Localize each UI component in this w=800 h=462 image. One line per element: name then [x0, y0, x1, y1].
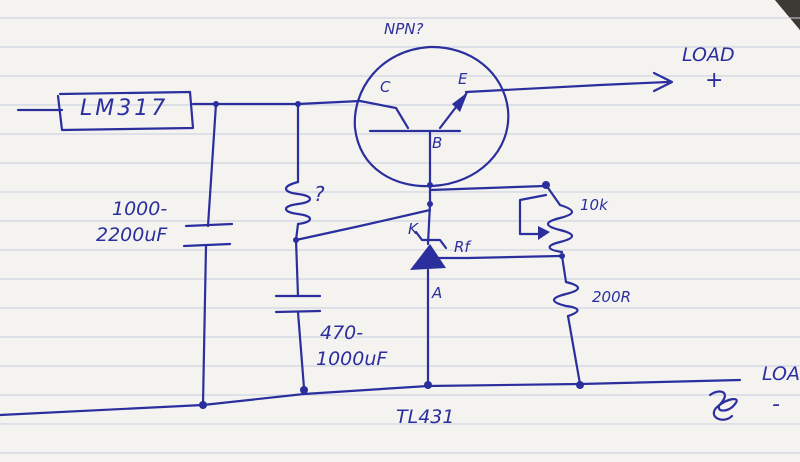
resistor-200-coil: [552, 280, 580, 318]
ref-wire: [434, 254, 562, 260]
ref-label: Rf: [454, 238, 470, 256]
lm317-box: [56, 90, 195, 132]
input-cap-plate-bottom: [182, 242, 232, 248]
emitter-label: E: [458, 70, 468, 88]
load-negative-sign: -: [772, 392, 780, 417]
emitter-to-load-wire: [464, 80, 670, 94]
load-positive-sign: +: [705, 68, 724, 93]
pot-wire-top: [544, 183, 562, 207]
pot-value-label: 10k: [580, 196, 608, 214]
input-cap-wire-top: [206, 102, 218, 228]
mid-to-cathode-wire: [294, 208, 432, 242]
tl431-triangle: [410, 244, 446, 270]
binding-edge: [775, 0, 800, 30]
cathode-lead: [426, 202, 432, 246]
output-cap-value-2: 1000uF: [316, 348, 388, 370]
transistor-label: NPN?: [384, 20, 424, 38]
cathode-label: K: [408, 220, 418, 238]
load-arrow: [652, 71, 674, 93]
resistor-200-wire-top: [560, 254, 568, 284]
node-ground-2: [300, 386, 308, 394]
input-cap-value-2: 2200uF: [96, 224, 168, 246]
collector-label: C: [380, 78, 391, 96]
output-cap-wire-bottom: [296, 310, 306, 390]
input-cap-wire-bottom: [201, 244, 208, 406]
ground-scribble: [708, 390, 738, 421]
resistor-low-value-label: 200R: [592, 288, 632, 306]
output-cap-wire-top: [294, 238, 300, 298]
regulator-label: LM317: [80, 96, 169, 121]
emitter-arrow: [452, 92, 468, 112]
pot-wiper-wire: [518, 193, 548, 236]
resistor-q-coil: [284, 180, 312, 226]
pot-coil: [546, 203, 574, 254]
ground-rail: [0, 378, 742, 417]
load-negative-label: LOAD: [762, 363, 800, 385]
input-cap-value-1: 1000-: [112, 198, 168, 220]
node-base: [427, 182, 433, 188]
output-cap-value-1: 470-: [320, 322, 364, 344]
anode-label: A: [432, 284, 443, 302]
shunt-part-label: TL431: [396, 406, 455, 428]
load-positive-label: LOAD: [682, 44, 735, 66]
tl431-cathode-bar: [414, 230, 448, 250]
base-to-pot-wire: [428, 184, 547, 192]
resistor-unknown-label: ?: [314, 182, 325, 206]
ruled-lines: [0, 17, 800, 454]
base-label: B: [432, 134, 443, 152]
resistor-200-wire-bottom: [566, 314, 582, 386]
pot-wiper-arrow: [538, 226, 550, 240]
input-cap-plate-top: [184, 222, 234, 228]
collector-lead: [358, 99, 410, 130]
